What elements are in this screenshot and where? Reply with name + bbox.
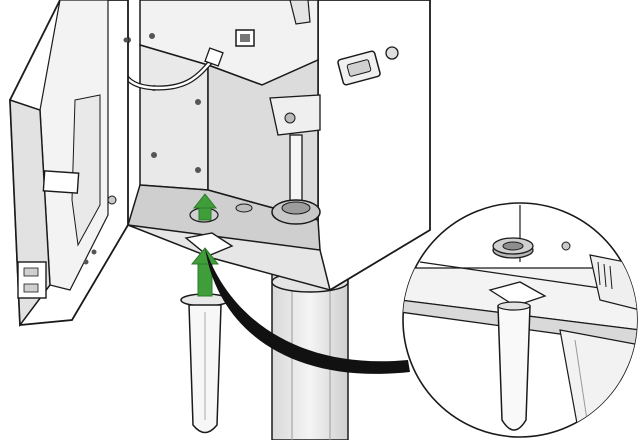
- open-door: [9, 0, 129, 328]
- callout-pointer: [205, 248, 410, 374]
- magnifier-circle: [402, 202, 638, 438]
- sample-tube: [180, 293, 230, 434]
- up-arrow-icon: [190, 247, 220, 297]
- up-arrow-icon: [192, 193, 218, 221]
- cable-connector: [204, 47, 224, 67]
- tube-guide: [184, 232, 234, 257]
- device-housing: [125, 0, 431, 292]
